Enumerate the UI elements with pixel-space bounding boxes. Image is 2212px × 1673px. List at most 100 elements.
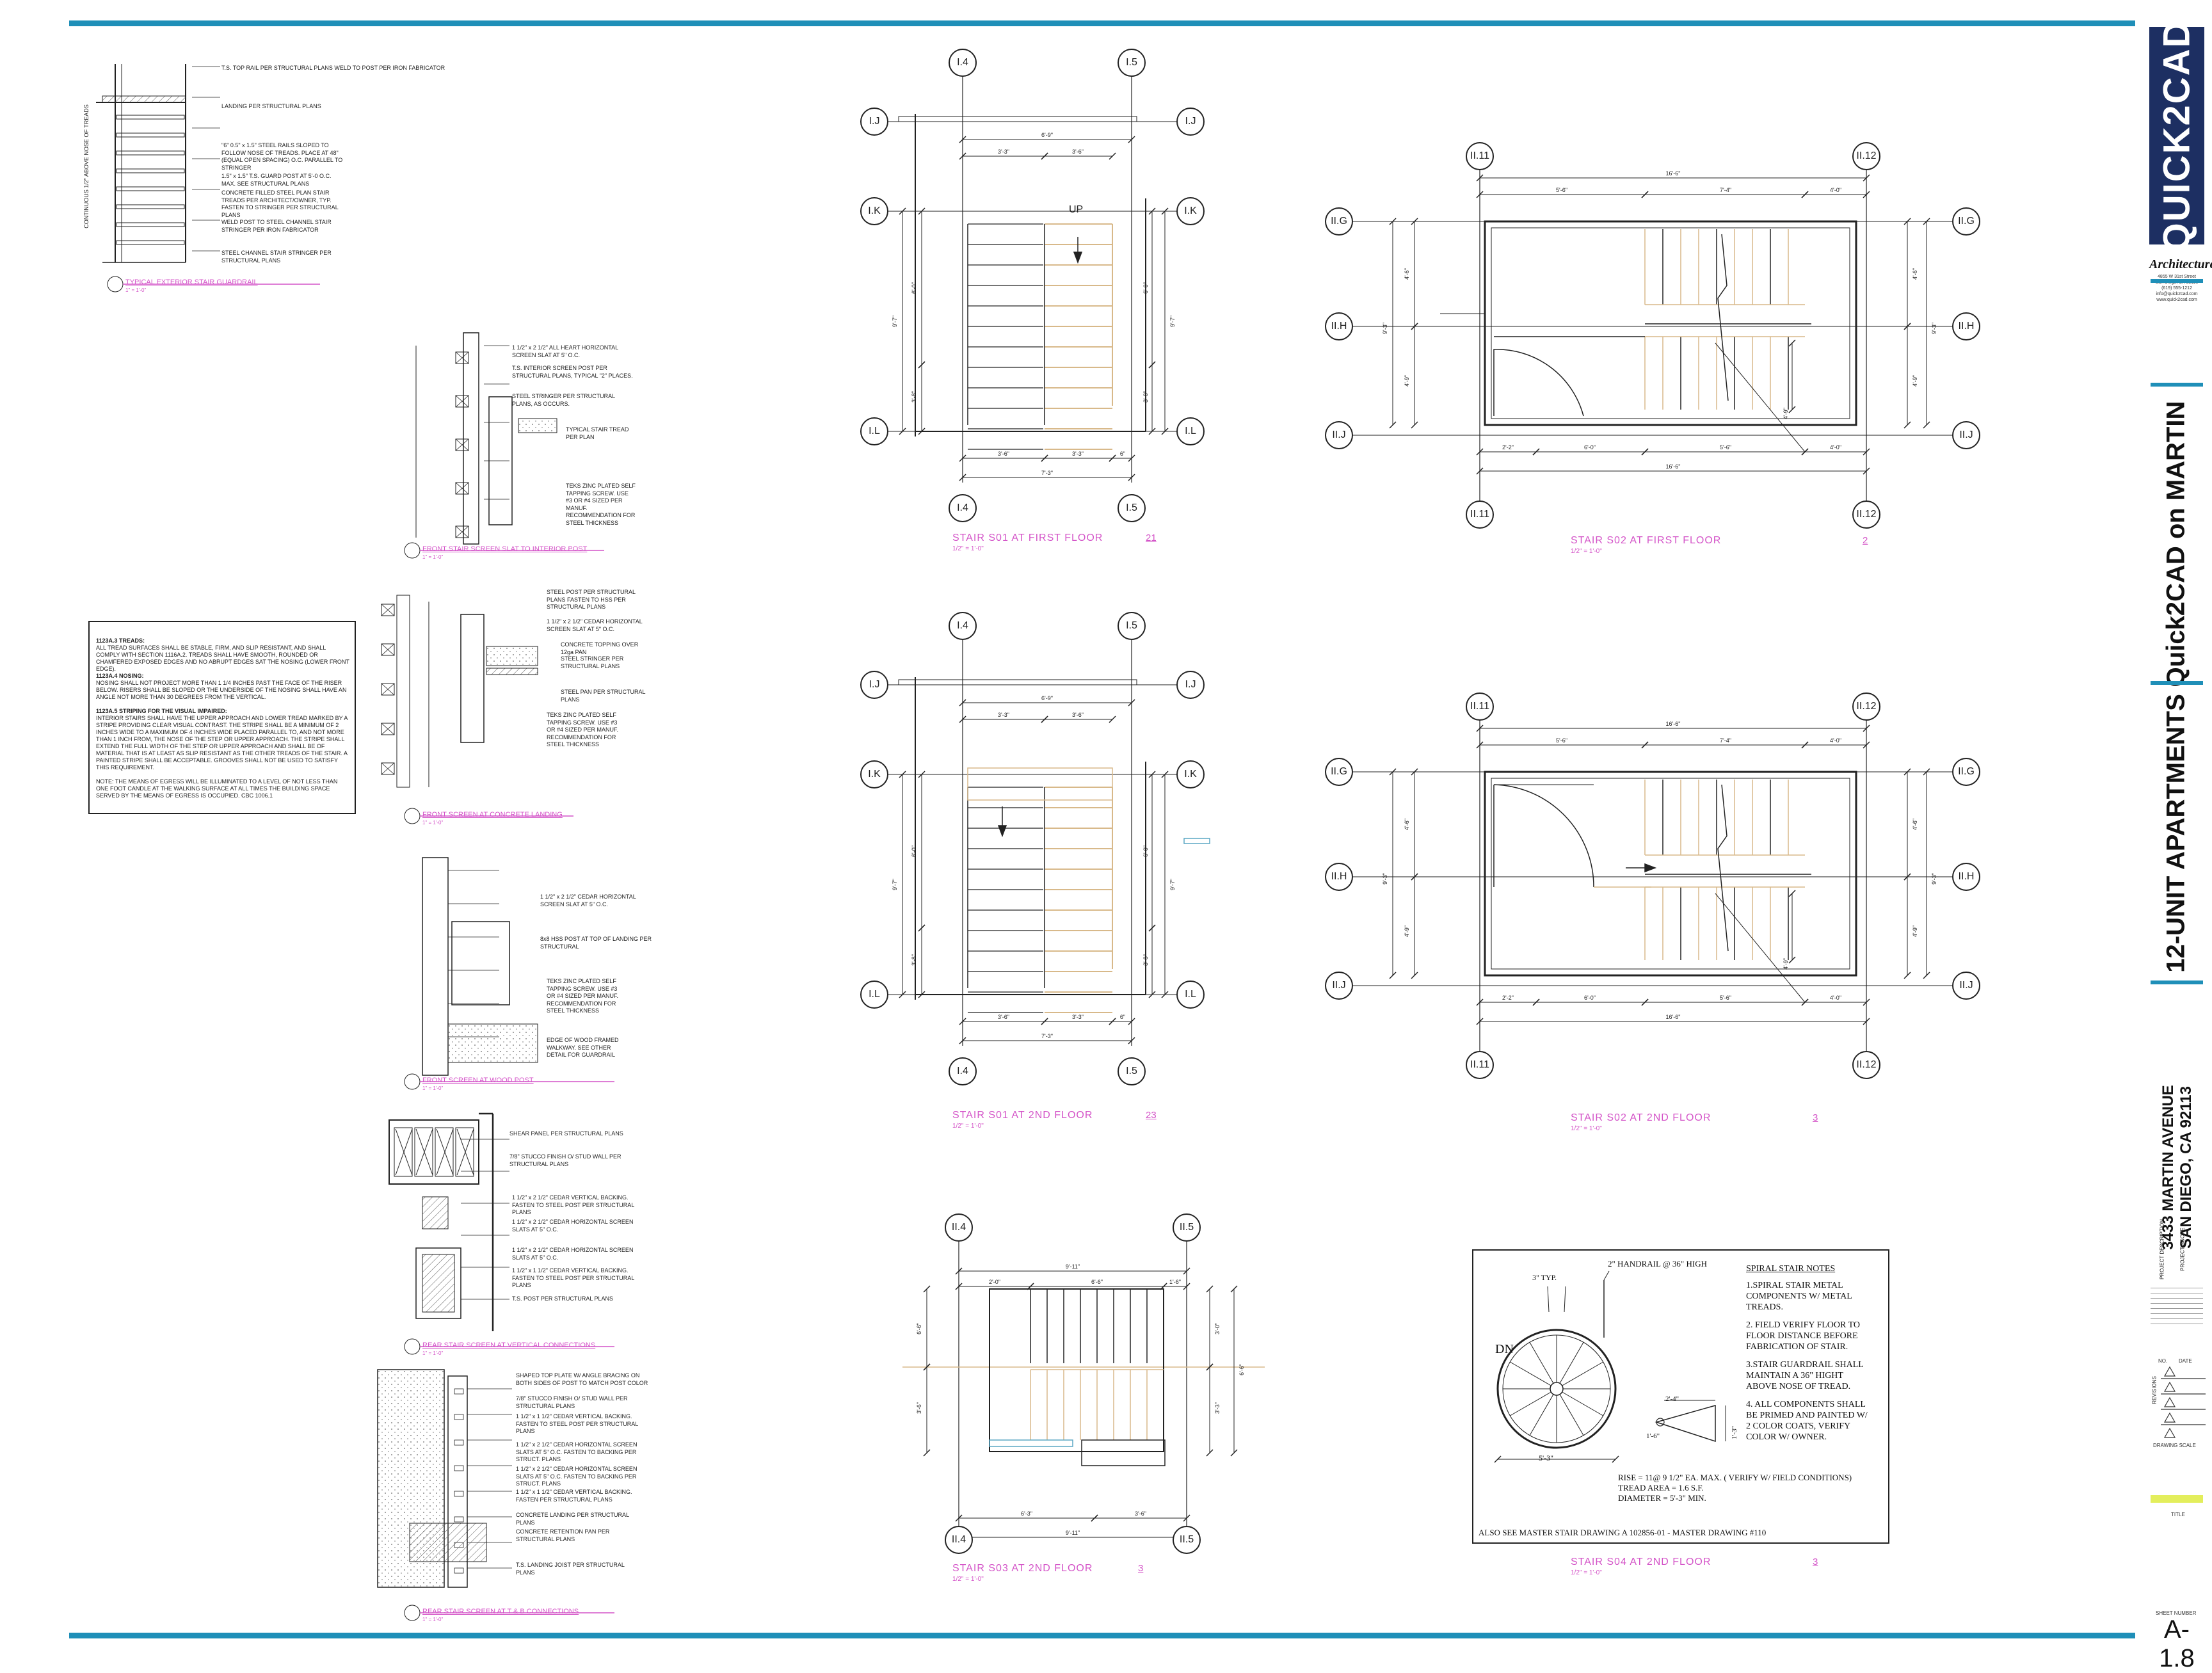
title-highlight [2151,1495,2203,1503]
grid-s02_first-bot-b: II.12 [1852,500,1880,529]
dim-s01_second-left-1: 6'-0" [911,845,917,857]
note-heading-nosing: 1123A.4 NOSING: [96,673,144,679]
dim-s01_second-bot-1: 3'-3" [1072,1014,1084,1020]
detail-36-label-2: 7/8" STUCCO FINISH O/ STUD WALL PER STRU… [516,1395,628,1409]
spiral-note-4: 4. ALL COMPONENTS SHALL BE PRIMED AND PA… [1746,1400,1868,1442]
dim-s01_first-bot-2: 6" [1119,451,1126,457]
dim-s01_first-top-2: 3'-6" [1072,148,1084,155]
detail-34-label-2: 8x8 HSS POST AT TOP OF LANDING PER STRUC… [540,936,652,950]
grid-s01_second-bot-b: I.5 [1118,1057,1146,1085]
detail-35-label-6: 1 1/2" x 1 1/2" CEDAR VERTICAL BACKING. … [512,1267,634,1288]
dim-s02_first-top-0: 16'-6" [1665,170,1681,177]
spiral-notes-title: SPIRAL STAIR NOTES [1746,1264,1836,1274]
plan-s04-second-scale: 1/2" = 1'-0" [1571,1569,1602,1576]
firm-logo-text: QUICK2CAD [2156,19,2198,252]
grid-s01_first-side-k2: I.K [1176,197,1205,225]
grid-s02_first-top-a: II.11 [1466,142,1494,170]
grid-s02_second-side-g: II.G [1325,758,1353,786]
detail-37-scale: 1" = 1'-0" [125,287,147,293]
grid-s03-bot-a: II.4 [945,1526,973,1554]
detail-36-title: REAR STAIR SCREEN AT T & B CONNECTIONS [422,1608,579,1615]
spiral-tread-area: TREAD AREA = 1.6 S.F. [1618,1483,1704,1493]
dim-s02_second-left-1: 4'-6" [1404,819,1410,830]
grid-s01_first-side-j: I.J [860,108,888,136]
plan-s03-second-number: 3 [1138,1563,1144,1574]
note-text-treads: ALL TREAD SURFACES SHALL BE STABLE, FIRM… [96,644,349,672]
dim-s01_second-top-1: 3'-3" [998,712,1009,718]
detail-36-label-6: 1 1/2" x 1 1/2" CEDAR VERTICAL BACKING. … [516,1489,632,1503]
grid-s02_first-side-h2: II.H [1952,312,1980,340]
dim-s02_second-inner: 4'-9" [1783,958,1789,970]
spiral-stair-box [1472,1249,1889,1544]
plan-s01-first-number: 21 [1146,532,1157,543]
dim-s02_second-right-2: 4'-9" [1912,925,1918,937]
spiral-typ-label: 3" TYP. [1532,1273,1557,1282]
dim-s01_first-bot-0: 3'-6" [998,451,1009,457]
dim-s01_second-right-1: 6'-0" [1142,845,1149,857]
dim-s01_first-top-0: 6'-9" [1041,132,1053,138]
grid-s01_first-bot-b: I.5 [1118,494,1146,522]
dim-s03-bot-0: 6'-3" [1021,1510,1032,1517]
detail-35-label-4: 1 1/2" x 2 1/2" CEDAR HORIZONTAL SCREEN … [512,1219,634,1233]
dim-s01_second-bot-3: 7'-3" [1041,1033,1053,1039]
dim-s02_first-top-3: 4'-0" [1830,187,1841,193]
grid-s02_second-side-g2: II.G [1952,758,1980,786]
drawing-scale-label: DRAWING SCALE [2153,1443,2196,1448]
dim-s02_second-right-0: 9'-3" [1931,873,1937,885]
dim-s02_first-bot-1: 6'-0" [1584,444,1596,451]
grid-s01_second-side-j: I.J [860,671,888,699]
project-description-label: PROJECT DESCRIPTION [2159,1219,2165,1280]
dim-s03-right-1: 3'-3" [1214,1402,1221,1414]
grid-s01_second-top-b: I.5 [1118,612,1146,640]
dim-s01_second-top-0: 6'-9" [1041,695,1053,701]
accessibility-code-note: 1123A.3 TREADS: ALL TREAD SURFACES SHALL… [88,621,356,814]
grid-s01_first-top-a: I.4 [949,49,977,77]
detail-33-label-3: CONCRETE TOPPING OVER 12ga PAN [561,641,639,655]
detail-37-label-1: T.S. TOP RAIL PER STRUCTURAL PLANS WELD … [221,65,445,71]
dim-s02_second-bot-0: 2'-2" [1502,995,1514,1001]
dim-s01_first-right-0: 9'-7" [1169,316,1176,327]
dim-s02_second-top-3: 4'-0" [1830,737,1841,744]
detail-33-label-2: 1 1/2" x 2 1/2" CEDAR HORIZONTAL SCREEN … [547,618,643,632]
dim-s03-bot-1: 3'-6" [1135,1510,1146,1517]
dim-s02_first-left-1: 4'-6" [1404,268,1410,280]
detail-36-label-8: CONCRETE RETENTION PAN PER STRUCTURAL PL… [516,1528,610,1542]
detail-32-label-2: T.S. INTERIOR SCREEN POST PER STRUCTURAL… [512,365,633,379]
dim-s03-top-3: 1'-6" [1169,1279,1181,1285]
dim-s02_first-right-0: 9'-3" [1931,323,1937,334]
spiral-diameter: DIAMETER = 5'-3" MIN. [1618,1493,1706,1503]
plan-s02-first-title: STAIR S02 AT FIRST FLOOR [1571,535,1722,546]
plan-s01-second-number: 23 [1146,1110,1157,1121]
project-name: Quick2CAD on MARTIN [2161,401,2190,687]
dim-s02_first-bot-4: 16'-6" [1665,463,1681,470]
grid-s02_first-side-h: II.H [1325,312,1353,340]
top-border-band [69,20,2135,26]
firm-logo: QUICK2CAD [2149,20,2204,252]
spiral-dim-1: 2'-4" [1665,1395,1679,1403]
detail-33-label-5: STEEL PAN PER STRUCTURAL PLANS [561,689,646,703]
detail-35-scale: 1" = 1'-0" [422,1350,444,1356]
detail-32-title: FRONT STAIR SCREEN SLAT TO INTERIOR POST [422,545,588,553]
plan-s01-first-scale: 1/2" = 1'-0" [952,545,984,552]
grid-s02_second-side-j2: II.J [1952,972,1980,1000]
grid-s01_first-side-l: I.L [860,417,888,445]
dim-s01_first-right-1: 6'-0" [1142,282,1149,294]
detail-37-label-2: LANDING PER STRUCTURAL PLANS [221,103,321,109]
detail-35-label-5: 1 1/2" x 2 1/2" CEDAR HORIZONTAL SCREEN … [512,1247,634,1261]
detail-37-side-label: CONTINUOUS 1/2" ABOVE NOSE OF TREADS [83,104,90,228]
grid-s02_second-bot-b: II.12 [1852,1051,1880,1079]
dim-s02_first-bot-2: 5'-6" [1720,444,1731,451]
dim-s02_second-right-1: 4'-6" [1912,819,1918,830]
dim-s03-right-0: 3'-0" [1214,1323,1221,1334]
dim-s01_first-bot-1: 3'-3" [1072,451,1084,457]
dim-s02_first-left-0: 9'-3" [1382,323,1388,334]
spiral-note-1: 1.SPIRAL STAIR METAL COMPONENTS W/ METAL… [1746,1281,1852,1312]
spiral-rise: RISE = 11@ 9 1/2" EA. MAX. ( VERIFY W/ F… [1618,1473,1852,1482]
dim-s01_second-top-2: 3'-6" [1072,712,1084,718]
dim-s03-right-2: 6'-6" [1238,1364,1245,1375]
grid-s02_second-side-h2: II.H [1952,863,1980,891]
dim-s02_second-bot-1: 6'-0" [1584,995,1596,1001]
grid-s01_second-side-k: I.K [860,760,888,788]
detail-33-title: FRONT SCREEN AT CONCRETE LANDING [422,811,563,819]
